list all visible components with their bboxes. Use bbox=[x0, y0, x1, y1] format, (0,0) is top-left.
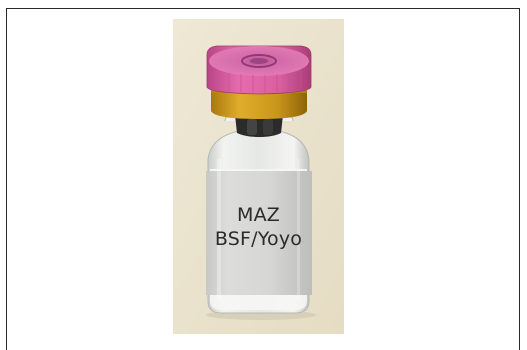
label-line-1: MAZ bbox=[236, 204, 280, 226]
label-line-2: BSF/Yoyo bbox=[214, 228, 303, 250]
crimp-seal bbox=[211, 89, 307, 119]
vial-photo: MAZ BSF/Yoyo bbox=[173, 19, 344, 334]
vial-label bbox=[206, 171, 312, 295]
vial-icon bbox=[173, 19, 344, 334]
